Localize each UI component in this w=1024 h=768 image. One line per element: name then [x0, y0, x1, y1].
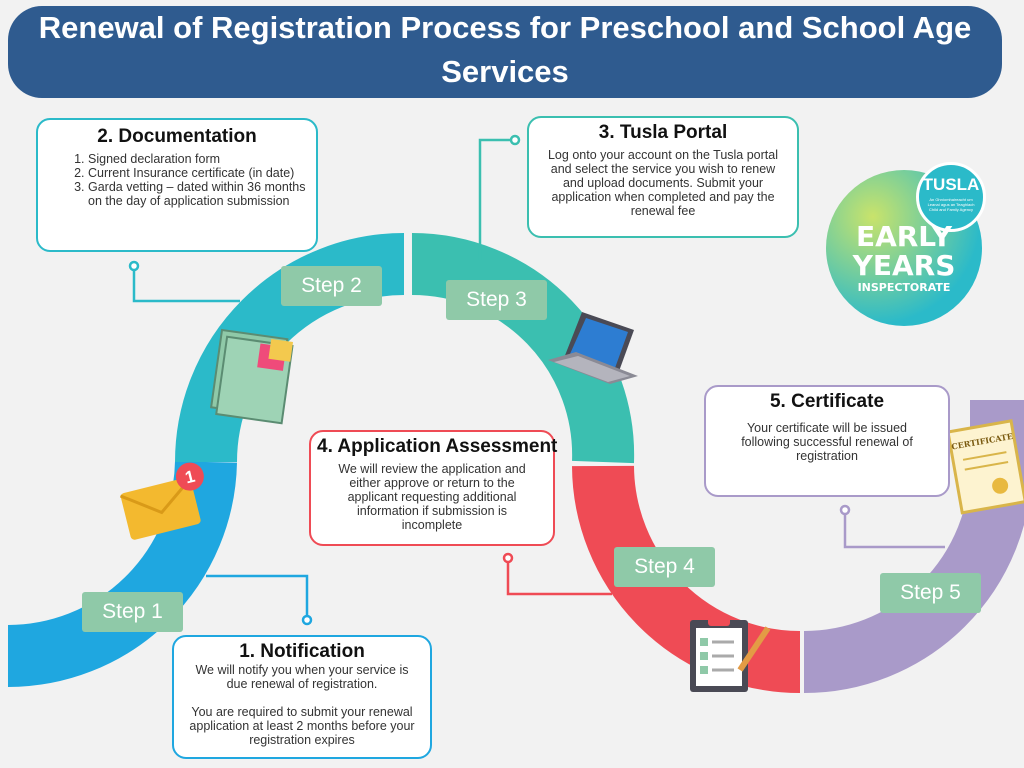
portal-text: Log onto your account on the Tusla porta…: [547, 148, 779, 218]
tusla-tagline: An Ghníomhaireacht um Leanaí agus an Tea…: [927, 197, 975, 212]
portal-box: 3. Tusla Portal Log onto your account on…: [527, 116, 799, 238]
certificate-heading: 5. Certificate: [769, 391, 885, 412]
step-3-label: Step 3: [446, 280, 547, 320]
tusla-badge: TUSLA An Ghníomhaireacht um Leanaí agus …: [916, 162, 986, 232]
notification-heading: 1. Notification: [239, 641, 365, 662]
certificate-box: 5. Certificate Your certificate will be …: [704, 385, 950, 497]
documentation-item: Signed declaration form: [88, 152, 306, 166]
certificate-text: Your certificate will be issued followin…: [741, 421, 913, 463]
logo-early: EARLY: [855, 220, 953, 253]
step-2-label: Step 2: [281, 266, 382, 306]
assessment-text: We will review the application and eithe…: [338, 462, 526, 532]
logo-years: YEARS: [852, 249, 956, 282]
tusla-brand: TUSLA: [922, 175, 980, 194]
connector-step4: [506, 558, 612, 596]
certificate-icon: CERTIFICATE: [946, 419, 1024, 515]
step-4-label: Step 4: [614, 547, 715, 587]
step-1-label: Step 1: [82, 592, 183, 632]
notification-count: 1: [183, 467, 197, 488]
connector-step1: [206, 574, 309, 620]
assessment-box: 4. Application Assessment We will review…: [309, 430, 558, 546]
documentation-item: Current Insurance certificate (in date): [88, 166, 306, 180]
documentation-list: Signed declaration form Current Insuranc…: [48, 152, 306, 208]
connector-step2: [132, 266, 240, 303]
laptop-icon: [548, 312, 638, 384]
step3-arc: [411, 233, 635, 464]
notification-text-2: You are required to submit your renewal …: [189, 705, 415, 747]
portal-heading: 3. Tusla Portal: [598, 122, 728, 143]
envelope-icon: 1: [119, 462, 204, 540]
notification-box: 1. Notification We will notify you when …: [172, 635, 432, 759]
step-5-label: Step 5: [880, 573, 981, 613]
connector-step3: [478, 138, 515, 260]
title-line-2: Services: [441, 54, 569, 89]
title-line-1: Renewal of Registration Process for Pres…: [38, 10, 972, 45]
clipboard-icon: [690, 616, 771, 692]
documentation-box: 2. Documentation Signed declaration form…: [36, 118, 318, 252]
logo-inspectorate: INSPECTORATE: [857, 281, 951, 294]
early-years-logo: TUSLA An Ghníomhaireacht um Leanaí agus …: [826, 162, 986, 326]
documentation-heading: 2. Documentation: [97, 126, 257, 147]
connector-step5: [843, 510, 945, 549]
documentation-item: Garda vetting – dated within 36 months o…: [88, 180, 306, 208]
step4-arc: [572, 465, 801, 693]
notification-text-1: We will notify you when your service is …: [195, 663, 409, 691]
notebook-icon: [210, 328, 294, 425]
page-title: Renewal of Registration Process for Pres…: [8, 6, 1002, 98]
assessment-heading: 4. Application Assessment: [317, 436, 558, 457]
